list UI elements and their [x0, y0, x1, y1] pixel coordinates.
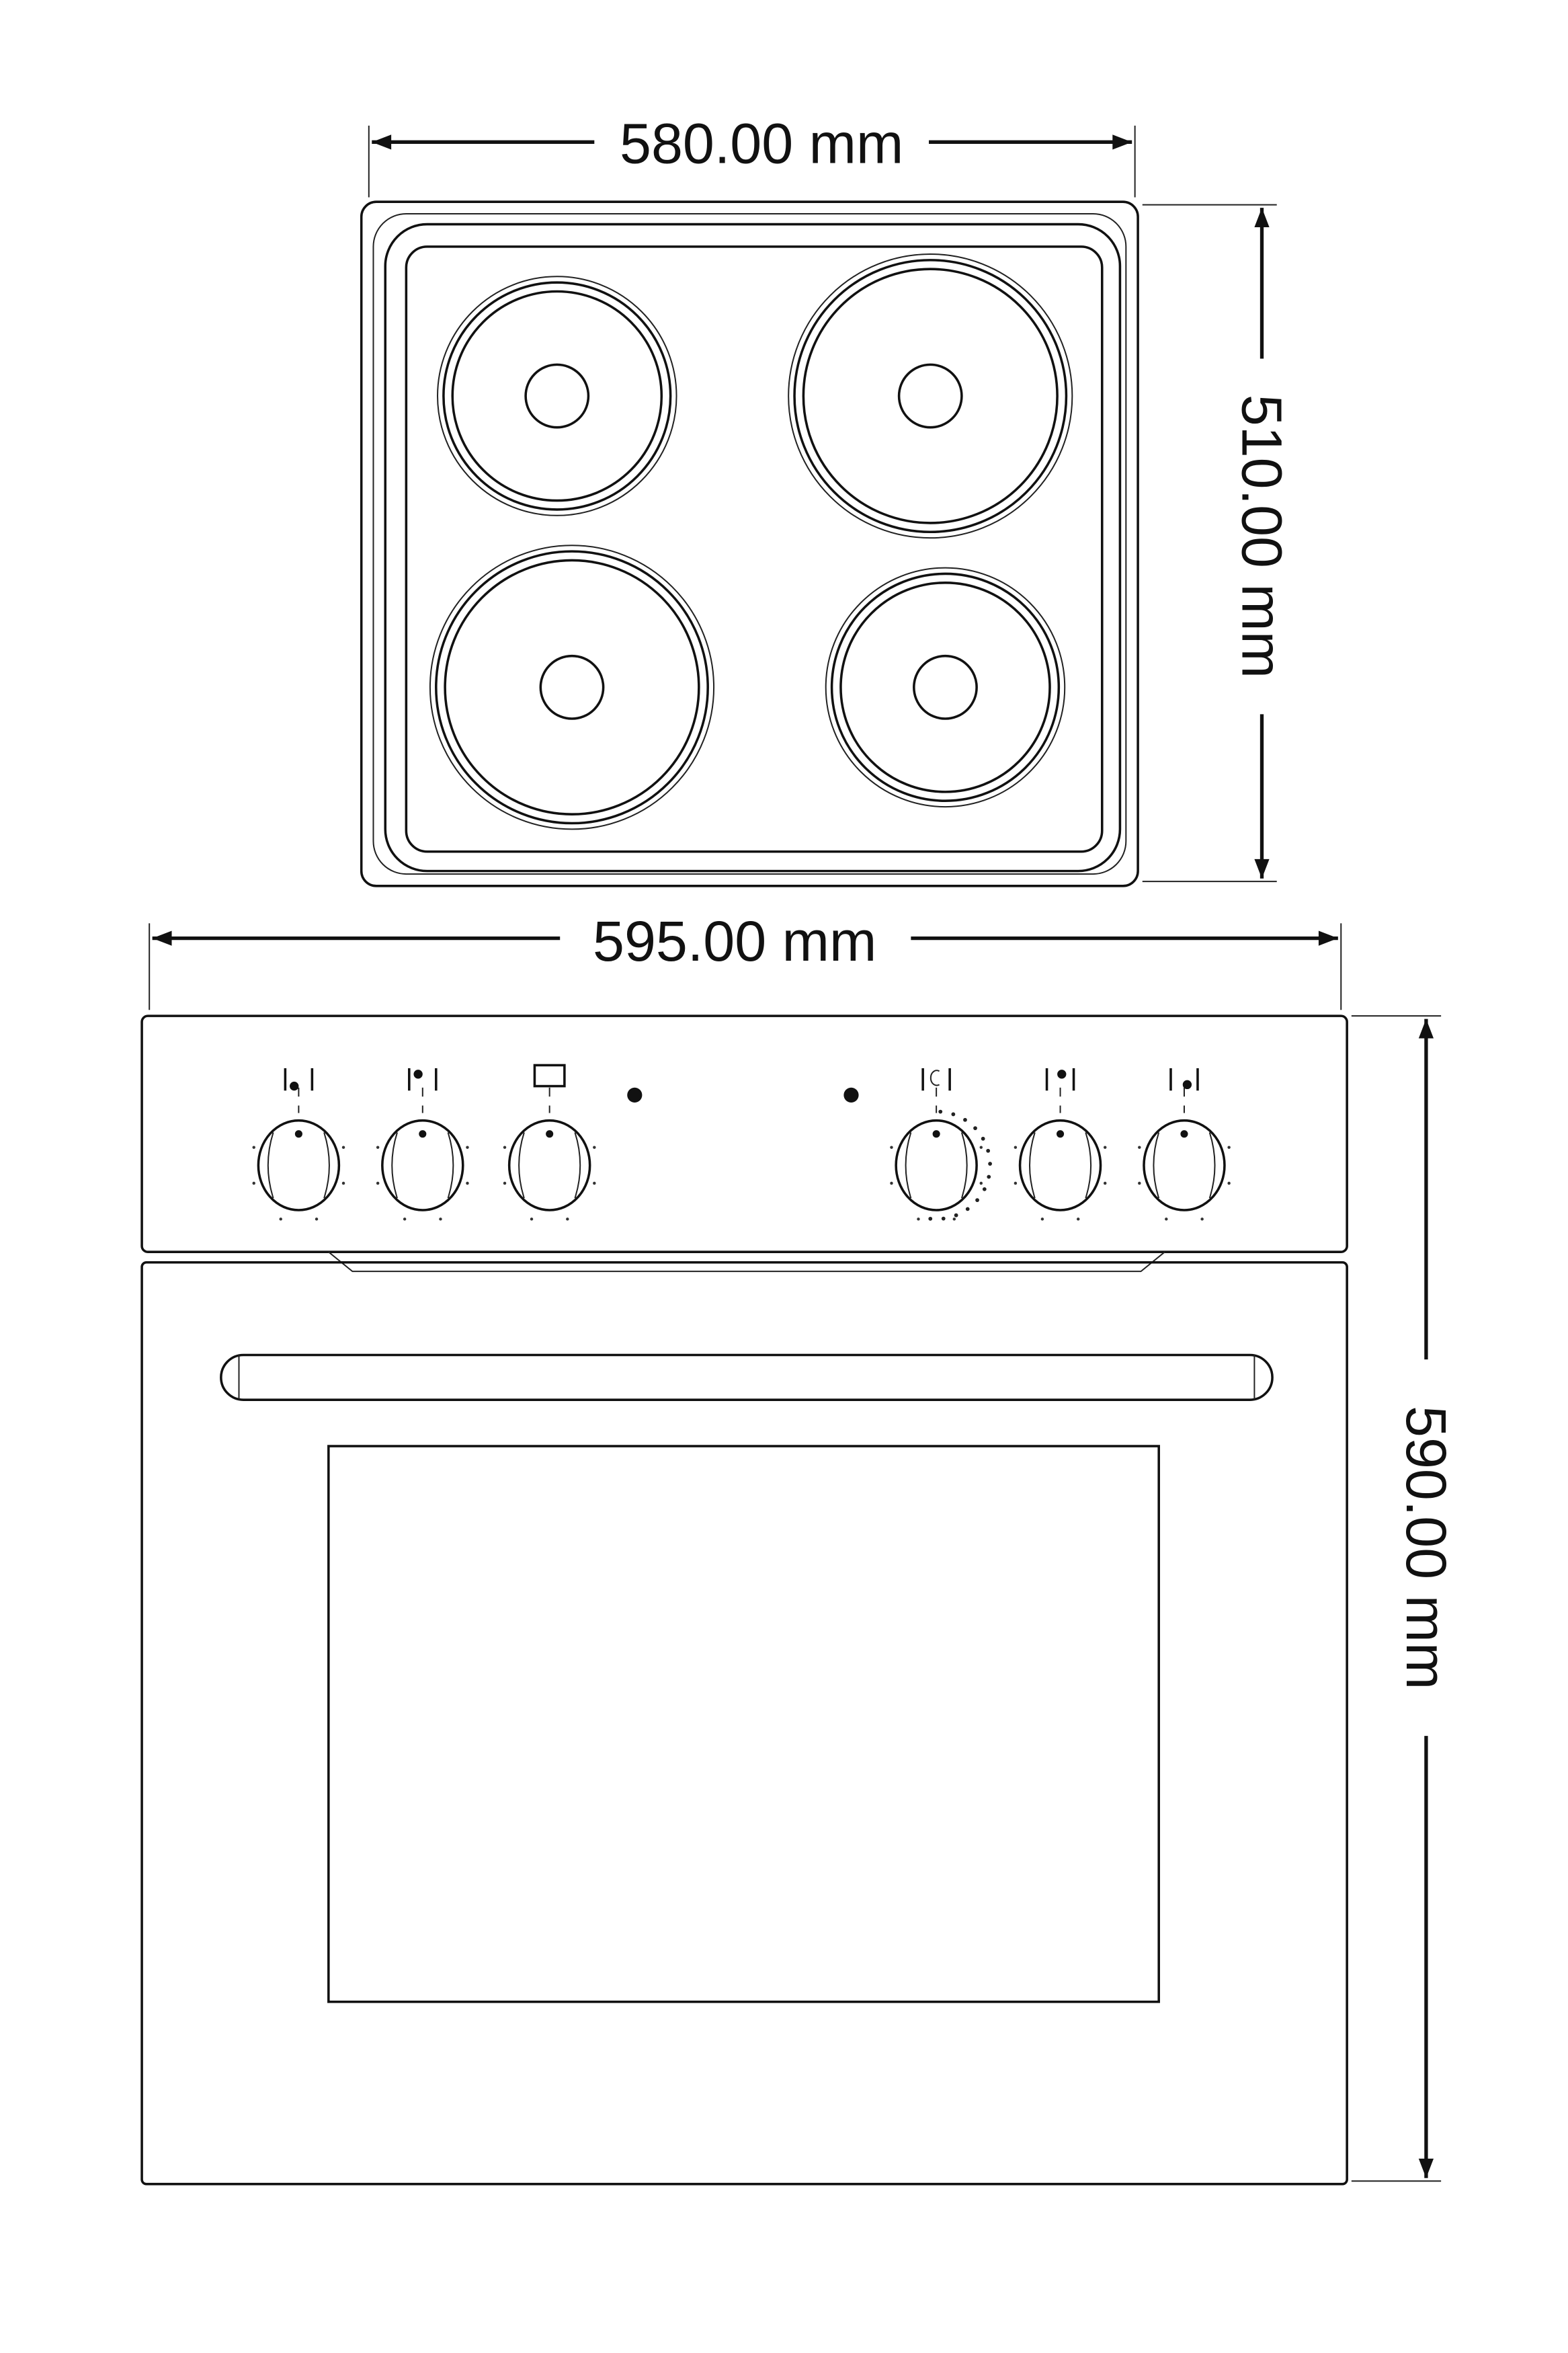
hob-plate [405, 245, 1104, 853]
knob-tick [593, 1146, 596, 1149]
burner [788, 253, 1073, 539]
knob-tick [341, 1146, 345, 1149]
knob-tick [315, 1218, 319, 1221]
knob-tick [503, 1181, 507, 1185]
knob-tick [1103, 1181, 1107, 1185]
knob-tick [979, 1146, 983, 1149]
timer-tick [938, 1109, 943, 1114]
knob-tick [503, 1146, 507, 1149]
timer-tick [941, 1216, 946, 1221]
door-handle [220, 1353, 1274, 1401]
knob-tick [890, 1181, 893, 1185]
indicator-light-icon [627, 1087, 643, 1103]
knob-tick [890, 1146, 893, 1149]
knob-tick [341, 1181, 345, 1185]
knob-tick [1103, 1146, 1107, 1149]
knob-tick [466, 1146, 469, 1149]
knob-tick [466, 1181, 469, 1185]
knob-tick [917, 1218, 920, 1221]
oven-door [140, 1261, 1348, 2186]
hotplate-position-icon [1045, 1068, 1075, 1091]
burner-center [524, 363, 590, 429]
timer-tick [951, 1112, 956, 1117]
oven-width-label: 595.00 mm [593, 910, 876, 973]
knob-tick [279, 1218, 282, 1221]
knob-tick [1165, 1218, 1168, 1221]
knob-tick [979, 1181, 983, 1185]
control-knob[interactable] [1014, 1068, 1107, 1221]
burner [825, 567, 1066, 808]
dimension-hob-depth: 510.00 mm [1142, 204, 1294, 883]
knob-tick [1076, 1218, 1080, 1221]
hotplate-position-icon [1169, 1068, 1199, 1091]
control-knob[interactable] [1138, 1068, 1231, 1221]
timer-tick [965, 1207, 970, 1211]
timer-tick [981, 1136, 985, 1141]
hob-width-label: 580.00 mm [620, 112, 903, 175]
timer-tick [954, 1213, 958, 1218]
timer-tick [975, 1198, 979, 1203]
knob-tick [439, 1218, 442, 1221]
hotplate-position-icon [408, 1068, 438, 1091]
timer-tick [987, 1174, 991, 1179]
control-knob[interactable] [890, 1068, 992, 1221]
knob-tick [530, 1218, 534, 1221]
oven-function-icon [533, 1064, 566, 1088]
burner-center [913, 654, 978, 720]
hotplate-position-icon [284, 1068, 314, 1091]
knob-tick [1227, 1146, 1231, 1149]
timer-tick [986, 1148, 991, 1153]
knob-tick [1138, 1146, 1141, 1149]
burner-center [897, 363, 963, 429]
hob-depth-label: 510.00 mm [1231, 395, 1294, 678]
oven-window [327, 1445, 1160, 2003]
control-knob[interactable] [252, 1068, 345, 1221]
control-knob[interactable] [503, 1064, 596, 1221]
hob-rim [384, 223, 1122, 873]
timer-tick [963, 1117, 967, 1122]
knob-tick [566, 1218, 569, 1221]
burner [429, 545, 715, 830]
timer-tick [973, 1126, 977, 1131]
control-knob[interactable] [376, 1068, 469, 1221]
hob-top-view [360, 200, 1139, 887]
timer-tick [982, 1187, 987, 1191]
knob-tick [1227, 1181, 1231, 1185]
knob-tick [1138, 1181, 1141, 1185]
indicator-light-icon [843, 1087, 859, 1103]
dimension-oven-height: 590.00 mm [1351, 1015, 1458, 2182]
knob-tick [376, 1181, 380, 1185]
knob-tick [403, 1218, 407, 1221]
knob-tick [1014, 1181, 1018, 1185]
timer-tick [988, 1162, 992, 1166]
control-panel [140, 1014, 1348, 1253]
hob-outer-frame [360, 200, 1139, 887]
knob-tick [1014, 1146, 1018, 1149]
burner-center [539, 654, 605, 720]
dimension-oven-width: 595.00 mm [149, 910, 1342, 1010]
hob-frame-edge [372, 212, 1127, 875]
dimension-hob-width: 580.00 mm [368, 112, 1136, 198]
knob-tick [1200, 1218, 1204, 1221]
knob-tick [252, 1181, 255, 1185]
knob-tick [1040, 1218, 1044, 1221]
knob-tick [252, 1146, 255, 1149]
timer-icon [921, 1068, 951, 1091]
oven-height-label: 590.00 mm [1395, 1406, 1458, 1689]
burner [437, 276, 677, 516]
knob-tick [376, 1146, 380, 1149]
oven-front-view [140, 1014, 1348, 2186]
knob-tick [952, 1218, 956, 1221]
knob-tick [593, 1181, 596, 1185]
timer-tick [928, 1216, 933, 1221]
